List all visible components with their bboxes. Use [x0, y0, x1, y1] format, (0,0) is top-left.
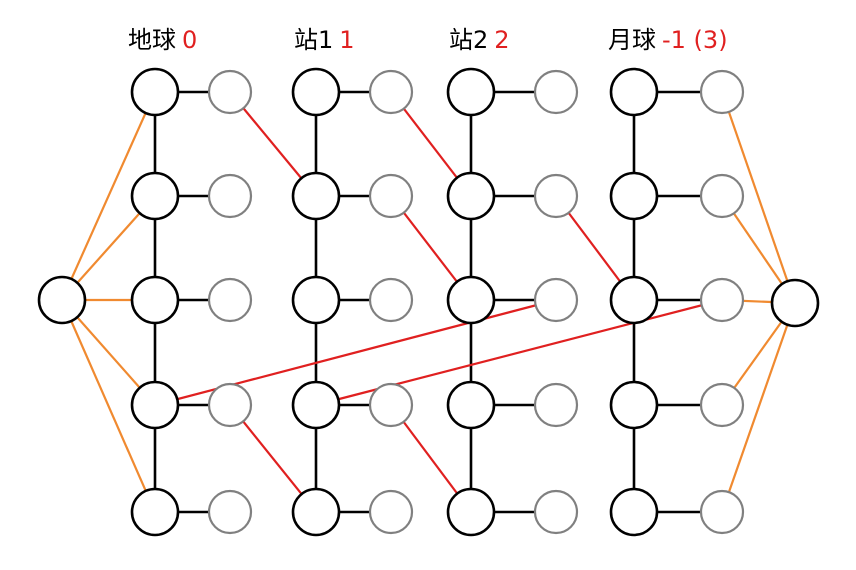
aux-node	[207, 277, 253, 323]
main-node	[130, 380, 180, 430]
sink-node	[770, 278, 820, 328]
main-node	[609, 380, 659, 430]
column-index: 2	[494, 26, 510, 54]
column-label-moon: 月球-1 (3)	[608, 22, 728, 58]
sink-edge	[720, 91, 797, 304]
aux-node	[533, 173, 579, 219]
aux-node	[368, 277, 414, 323]
nodes-layer	[37, 67, 820, 537]
main-node	[609, 487, 659, 537]
main-node	[446, 171, 496, 221]
aux-node	[368, 173, 414, 219]
aux-node	[699, 69, 745, 115]
sink-edge	[720, 302, 797, 513]
aux-node	[533, 489, 579, 535]
column-name: 站1	[294, 26, 334, 54]
column-index: -1 (3)	[662, 26, 728, 54]
aux-node	[533, 277, 579, 323]
main-node	[609, 275, 659, 325]
main-node	[130, 171, 180, 221]
main-node	[446, 67, 496, 117]
main-node	[446, 487, 496, 537]
main-node	[291, 67, 341, 117]
aux-node	[699, 173, 745, 219]
main-node	[130, 487, 180, 537]
aux-node	[533, 382, 579, 428]
aux-node	[368, 489, 414, 535]
main-node	[291, 275, 341, 325]
column-index: 0	[182, 26, 198, 54]
main-node	[291, 487, 341, 537]
column-name: 站2	[449, 26, 489, 54]
main-node	[609, 171, 659, 221]
aux-node	[368, 382, 414, 428]
column-name: 地球	[128, 26, 176, 54]
aux-node	[207, 69, 253, 115]
aux-node	[207, 489, 253, 535]
aux-node	[207, 173, 253, 219]
main-node	[130, 67, 180, 117]
source-edge	[60, 91, 157, 301]
aux-node	[699, 277, 745, 323]
source-edge	[60, 299, 157, 513]
column-name: 月球	[608, 26, 656, 54]
main-node	[130, 275, 180, 325]
aux-node	[368, 69, 414, 115]
source-node	[37, 275, 87, 325]
column-index: 1	[339, 26, 355, 54]
aux-node	[699, 489, 745, 535]
main-node	[291, 380, 341, 430]
aux-node	[207, 382, 253, 428]
aux-node	[533, 69, 579, 115]
main-node	[446, 275, 496, 325]
main-node	[446, 380, 496, 430]
main-node	[609, 67, 659, 117]
aux-node	[699, 382, 745, 428]
main-node	[291, 171, 341, 221]
